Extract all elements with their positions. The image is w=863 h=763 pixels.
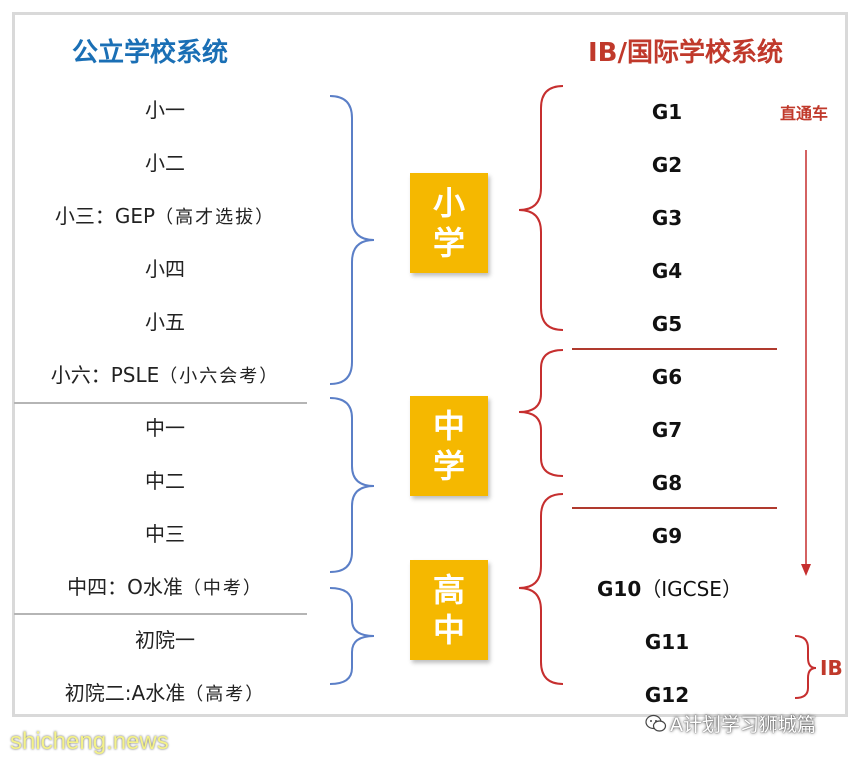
primary-right-bracket (518, 85, 564, 331)
wechat-icon (645, 714, 667, 732)
public-level-1: 小一 (145, 98, 185, 122)
ib-small-bracket (794, 635, 817, 699)
public-level-11: 初院一 (135, 628, 195, 652)
g5-g6-divider (572, 348, 777, 350)
college-left-bracket (329, 587, 375, 685)
grade-g4: G4 (651, 259, 683, 283)
grade-g1: G1 (651, 100, 683, 124)
wechat-watermark: A计划学习狮城篇 (670, 714, 816, 736)
straight-through-arrow-head (801, 564, 811, 576)
grade-g5: G5 (651, 312, 683, 336)
public-system-title: 公立学校系统 (72, 38, 229, 68)
grade-g8: G8 (651, 471, 683, 495)
public-level-12: 初院二:A水准（高考） (64, 681, 266, 705)
grade-g3: G3 (651, 206, 683, 230)
public-level-6: 小六：PSLE（小六会考） (50, 363, 280, 387)
secondary-left-bracket (329, 397, 375, 573)
public-level-9: 中三 (145, 522, 185, 546)
public-level-10: 中四：O水准（中考） (67, 575, 263, 599)
public-level-8: 中二 (145, 469, 185, 493)
stage-box-middle: 中学 (410, 396, 488, 496)
public-level-3: 小三：GEP（高才选拔） (54, 204, 276, 228)
site-watermark: shicheng.news (10, 728, 169, 755)
grade-g9: G9 (651, 524, 683, 548)
public-level-4: 小四 (145, 257, 185, 281)
middle-right-bracket (518, 349, 564, 477)
g8-g9-divider (572, 507, 777, 509)
ib-label: IB (820, 656, 843, 680)
grade-g12: G12 (644, 683, 690, 707)
grade-g7: G7 (651, 418, 683, 442)
public-level-2: 小二 (145, 151, 185, 175)
high-right-bracket (518, 493, 564, 685)
stage-box-high: 高中 (410, 560, 488, 660)
grade-g6: G6 (651, 365, 683, 389)
straight-through-label: 直通车 (780, 104, 829, 123)
primary-left-bracket (329, 95, 375, 385)
public-level-5: 小五 (145, 310, 185, 334)
secondary-college-divider (14, 613, 307, 615)
public-level-7: 中一 (145, 416, 185, 440)
stage-box-primary: 小学 (410, 173, 488, 273)
grade-g10: G10（IGCSE） (597, 577, 742, 601)
primary-secondary-divider (14, 402, 307, 404)
ib-system-title: IB/国际学校系统 (588, 38, 783, 68)
grade-g2: G2 (651, 153, 683, 177)
grade-g11: G11 (644, 630, 690, 654)
